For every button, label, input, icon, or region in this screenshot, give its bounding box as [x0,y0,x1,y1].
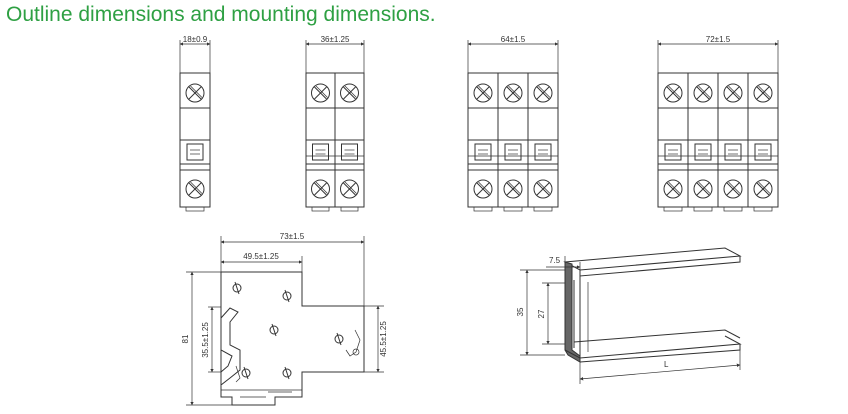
terminal-screw [473,179,493,199]
terminal-screw [503,179,523,199]
terminal-screw [503,83,523,103]
breaker-front-view-3p: 64±1.5 [467,35,559,212]
terminal-screw [311,179,330,199]
terminal-screw [473,83,493,103]
length-label: L [664,360,669,369]
terminal-screw [185,179,205,199]
screw-symbol [232,281,344,380]
terminal-screw [533,179,553,199]
toggle-handle [504,143,522,161]
terminal-screw [753,179,773,199]
terminal-screw [723,83,743,103]
toggle-handle [694,143,712,161]
width-dimension-label: 72±1.5 [706,35,731,44]
toggle-handle [664,143,682,161]
terminal-screw [663,83,683,103]
width-dimension-label: 18±0.9 [183,35,208,44]
terminal-screw [185,83,205,103]
terminal-screw [663,179,683,199]
terminal-screw [693,83,713,103]
width-dimension-label: 64±1.5 [501,35,526,44]
toggle-handle [186,143,204,161]
toggle-handle [754,143,772,161]
din-rail-drawing: 7.5 35 27 L [516,247,742,384]
total-height-label: 81 [181,334,190,343]
inner-height-label: 27 [537,309,546,318]
terminal-screw [693,179,713,199]
right-height-label: 45.5±1.25 [379,321,388,357]
toggle-handle [534,143,552,161]
flange-width-label: 7.5 [549,256,561,265]
terminal-screw [723,179,743,199]
terminal-screw [340,179,359,199]
breaker-front-view-4p: 72±1.5 [657,35,779,212]
front-width-label: 49.5±1.25 [243,252,279,261]
breaker-front-view-1p: 18±0.9 [179,35,211,212]
side-view-drawing: 73±1.5 49.5±1.25 81 35.5±1.25 45.5±1.25 [181,232,388,406]
toggle-handle [341,143,358,161]
terminal-screw [533,83,553,103]
left-height-label: 35.5±1.25 [201,322,210,358]
toggle-handle [312,143,329,161]
terminal-screw [340,83,359,103]
toggle-handle [724,143,742,161]
outer-height-label: 35 [516,307,525,316]
terminal-screw [311,83,330,103]
breaker-front-view-2p: 36±1.25 [305,35,365,212]
width-dimension-label: 36±1.25 [321,35,350,44]
terminal-screw [753,83,773,103]
overall-width-label: 73±1.5 [280,232,305,241]
page-title: Outline dimensions and mounting dimensio… [6,3,436,26]
toggle-handle [474,143,492,161]
